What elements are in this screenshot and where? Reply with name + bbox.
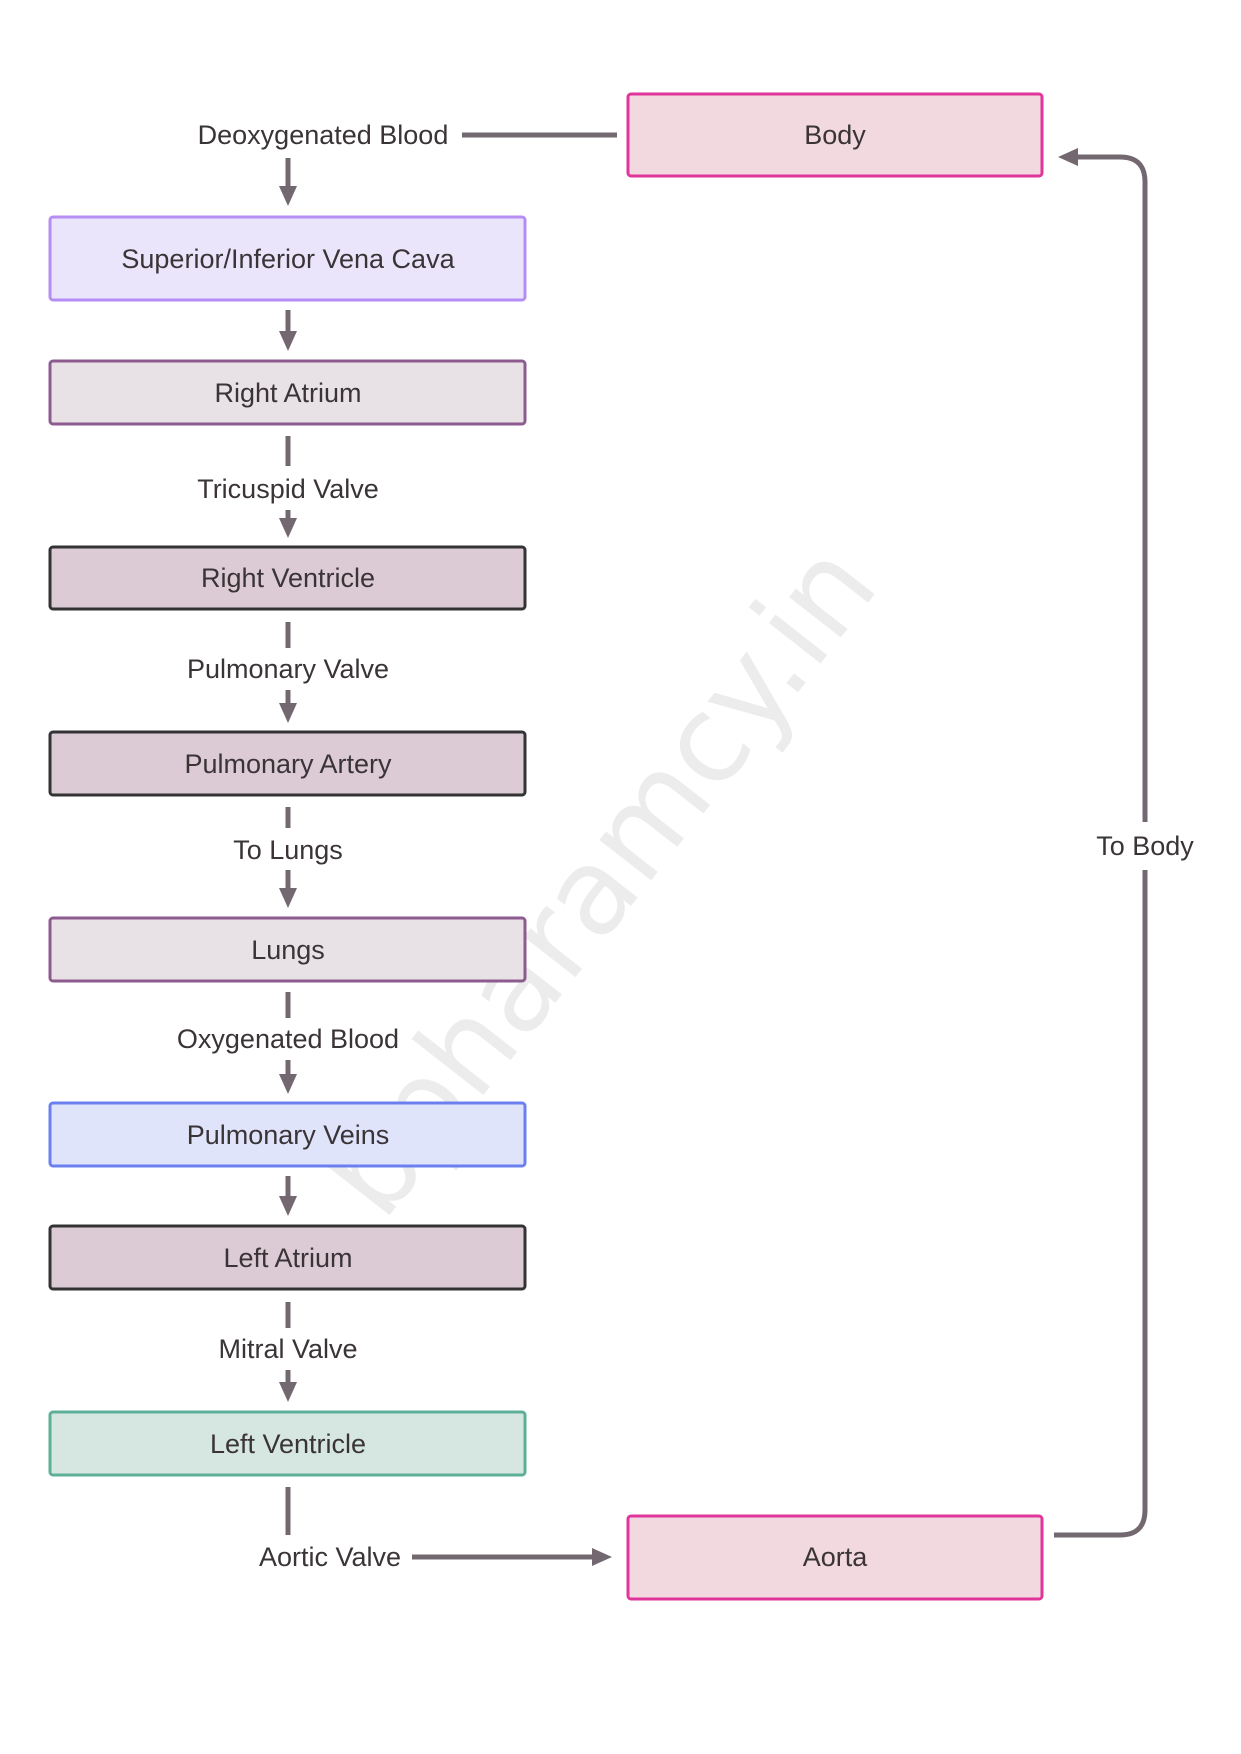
node-left-atrium: Left Atrium (48, 1224, 527, 1291)
node-right-atrium-label: Right Atrium (214, 378, 361, 408)
node-vena-cava-label: Superior/Inferior Vena Cava (121, 244, 455, 274)
edge-label-aortic: Aortic Valve (259, 1542, 401, 1572)
node-right-ventricle: Right Ventricle (48, 545, 527, 611)
node-aorta-label: Aorta (803, 1542, 869, 1572)
node-pulmonary-veins: Pulmonary Veins (48, 1101, 527, 1168)
node-left-ventricle: Left Ventricle (48, 1410, 527, 1477)
node-pulmonary-artery-label: Pulmonary Artery (184, 749, 392, 779)
edge-aorta-to-body-upper (1058, 148, 1148, 822)
edge-label-oxygenated: Oxygenated Blood (177, 1024, 399, 1054)
node-lungs: Lungs (48, 916, 527, 983)
edge-label-deoxygenated: Deoxygenated Blood (198, 120, 449, 150)
edge-label-to-lungs: To Lungs (233, 835, 343, 865)
edge-label-tricuspid: Tricuspid Valve (197, 474, 379, 504)
edge-aorta-to-body-lower (1054, 870, 1148, 1538)
edge-label-to-body: To Body (1096, 831, 1194, 861)
node-aorta: Aorta (626, 1514, 1044, 1601)
node-lungs-label: Lungs (251, 935, 325, 965)
node-body-label: Body (804, 120, 866, 150)
node-right-ventricle-label: Right Ventricle (201, 563, 375, 593)
node-left-ventricle-label: Left Ventricle (210, 1429, 366, 1459)
edge-label-mitral: Mitral Valve (218, 1334, 357, 1364)
node-vena-cava: Superior/Inferior Vena Cava (48, 215, 527, 302)
node-pulmonary-veins-label: Pulmonary Veins (187, 1120, 390, 1150)
edge-label-pulmonary-valve: Pulmonary Valve (187, 654, 389, 684)
node-body: Body (626, 92, 1044, 178)
node-pulmonary-artery: Pulmonary Artery (48, 730, 527, 797)
node-right-atrium: Right Atrium (48, 359, 527, 426)
node-left-atrium-label: Left Atrium (223, 1243, 352, 1273)
